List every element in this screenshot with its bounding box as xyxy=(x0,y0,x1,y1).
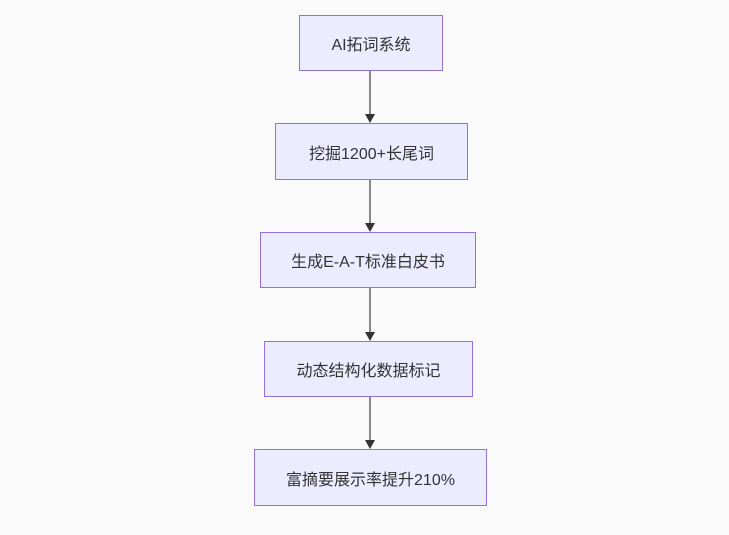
arrow-down-icon xyxy=(365,332,375,341)
flowchart-node-rich-snippet-result: 富摘要展示率提升210% xyxy=(254,449,487,506)
edge-line xyxy=(369,180,371,223)
node-label: 挖掘1200+长尾词 xyxy=(309,145,434,163)
node-label: 生成E-A-T标准白皮书 xyxy=(291,254,445,271)
flowchart-node-longtail-mining: 挖掘1200+长尾词 xyxy=(275,123,468,180)
flowchart-node-eat-whitepaper: 生成E-A-T标准白皮书 xyxy=(260,232,476,288)
node-label: 富摘要展示率提升210% xyxy=(286,471,455,489)
node-label: 动态结构化数据标记 xyxy=(296,363,441,380)
edge-line xyxy=(369,288,371,332)
flowchart-edge-3 xyxy=(364,288,376,341)
arrow-down-icon xyxy=(365,114,375,123)
arrow-down-icon xyxy=(365,223,375,232)
flowchart-edge-4 xyxy=(364,397,376,449)
edge-line xyxy=(369,397,371,440)
arrow-down-icon xyxy=(365,440,375,449)
node-label: AI拓词系统 xyxy=(331,37,411,54)
flowchart-edge-2 xyxy=(364,180,376,232)
flowchart-node-structured-data: 动态结构化数据标记 xyxy=(264,341,473,397)
flowchart-node-ai-word-expansion: AI拓词系统 xyxy=(299,15,443,71)
flowchart-edge-1 xyxy=(364,71,376,123)
edge-line xyxy=(369,71,371,114)
